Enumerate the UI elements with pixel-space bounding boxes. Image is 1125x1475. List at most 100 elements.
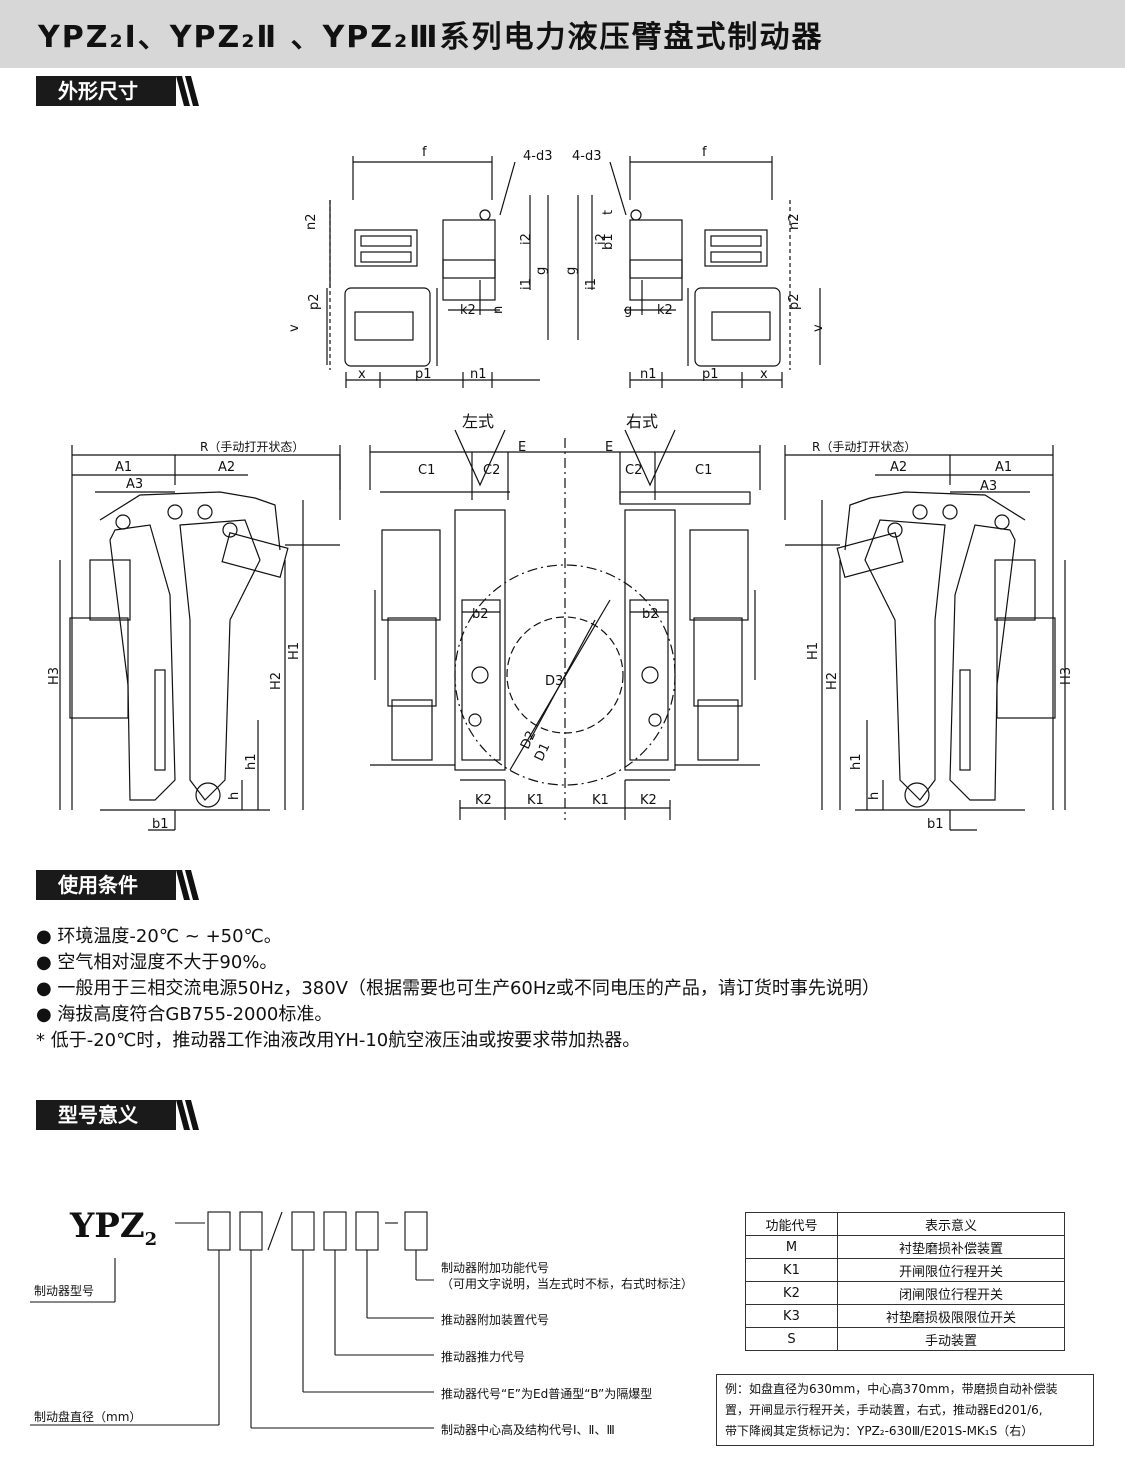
label-c2-left: C2	[483, 463, 500, 478]
label-left-type: 左式	[462, 412, 494, 431]
label-f-right: f	[702, 145, 707, 160]
label-t: t	[601, 210, 616, 215]
table-cell: S	[745, 1327, 838, 1351]
label-n2-left: n2	[304, 213, 319, 230]
label-f-left: f	[422, 145, 427, 160]
label-b1-left: b1	[152, 817, 169, 832]
table-header: 功能代号	[745, 1212, 838, 1236]
example-line: 置，开闸显示行程开关，手动装置，右式，推动器Ed201/6,	[725, 1403, 1043, 1417]
table-cell: M	[745, 1235, 838, 1259]
title-bar	[0, 0, 1125, 68]
label-d2: D2	[518, 729, 539, 752]
order-example-box: 例：如盘直径为630mm，中心高370mm，带磨损自动补偿装 置，开闸显示行程开…	[716, 1374, 1094, 1446]
label-b1-top: b1	[601, 233, 616, 250]
label-n-top: n	[491, 306, 506, 314]
label-x-left: x	[358, 367, 366, 382]
label-b1-right: b1	[927, 817, 944, 832]
section-slashes-icon	[176, 870, 199, 900]
side-view-left	[59, 445, 341, 831]
label-p1-left: p1	[415, 367, 432, 382]
label-h1-small-left: h1	[244, 753, 259, 770]
table-header-row: 功能代号 表示意义	[745, 1212, 1066, 1236]
annotation-function-note: （可用文字说明，当左式时不标，右式时标注）	[441, 1277, 694, 1291]
label-a3-left: A3	[126, 477, 143, 492]
label-c1-right: C1	[695, 463, 712, 478]
label-g-left: g	[534, 267, 549, 275]
model-code: YPZ2	[70, 1206, 158, 1250]
section-tag-model: 型号意义	[36, 1100, 176, 1130]
label-h-small-right: h	[867, 792, 882, 800]
label-i2-left: i2	[519, 233, 534, 245]
model-code-diagram	[30, 1211, 434, 1429]
label-h1-right: H1	[806, 642, 821, 660]
label-d3-right: 4-d3	[572, 149, 602, 164]
label-e-left: E	[518, 440, 526, 455]
brake-outline-drawing: f f 4-d3 4-d3 n2 n2 i2 i2 i1 i1 g g t b1…	[47, 145, 1074, 832]
label-h3-left: H3	[47, 667, 62, 685]
table-cell: 开闸限位行程开关	[836, 1258, 1066, 1282]
label-k2-right: k2	[657, 303, 673, 318]
label-n1-left: n1	[470, 367, 487, 382]
annotation-thruster-force: 推动器推力代号	[441, 1350, 526, 1364]
label-p1-right: p1	[702, 367, 719, 382]
label-p2-left: p2	[307, 293, 322, 310]
label-d3: D3	[545, 674, 563, 689]
label-k2-big-right: K2	[640, 793, 657, 808]
condition-item: ● 海拔高度符合GB755-2000标准。	[36, 1004, 333, 1025]
page-title: YPZ₂I、YPZ₂Ⅱ 、YPZ₂Ⅲ系列电力液压臂盘式制动器	[38, 20, 824, 55]
table-cell: 闭闸限位行程开关	[836, 1281, 1066, 1305]
label-i2-right: i2	[594, 233, 609, 245]
label-n1-right: n1	[640, 367, 657, 382]
label-e-right: E	[605, 440, 613, 455]
table-cell: K3	[745, 1304, 838, 1328]
table-cell: 衬垫磨损补偿装置	[836, 1235, 1066, 1259]
example-line: 例：如盘直径为630mm，中心高370mm，带磨损自动补偿装	[725, 1382, 1058, 1396]
label-b2-left: b2	[472, 607, 489, 622]
label-a2-left: A2	[218, 460, 235, 475]
label-g-right: g	[564, 267, 579, 275]
disc-diameter-label: 制动盘直径（mm）	[34, 1410, 142, 1424]
label-h-small-left: h	[227, 792, 242, 800]
section-slashes-icon	[176, 1100, 199, 1130]
label-g-bottom: g	[624, 303, 632, 318]
label-a2-right: A2	[890, 460, 907, 475]
conditions-list: ● 环境温度-20℃ ~ +50℃。 ● 空气相对湿度不大于90%。 ● 一般用…	[36, 924, 880, 1054]
condition-item: ● 一般用于三相交流电源50Hz，380V（根据需要也可生产60Hz或不同电压的…	[36, 978, 880, 999]
condition-item: ● 空气相对湿度不大于90%。	[36, 952, 278, 973]
label-a1-left: A1	[115, 460, 132, 475]
label-h2-left: H2	[269, 672, 284, 690]
table-cell: K1	[745, 1258, 838, 1282]
label-h1-left: H1	[287, 642, 302, 660]
table-header: 表示意义	[836, 1212, 1066, 1236]
label-k1-left: K1	[527, 793, 544, 808]
label-v-right: v	[811, 324, 826, 332]
section-slashes-icon	[176, 76, 199, 106]
label-p2-right: p2	[787, 293, 802, 310]
top-plan-right	[577, 156, 821, 388]
label-b2-right: b2	[642, 607, 659, 622]
condition-item: * 低于-20℃时，推动器工作油液改用YH-10航空液压油或按要求带加热器。	[36, 1030, 641, 1051]
annotation-center-height: 制动器中心高及结构代号Ⅰ、Ⅱ、Ⅲ	[441, 1423, 615, 1437]
table-cell: 衬垫磨损极限限位开关	[836, 1304, 1066, 1328]
label-h1-small-right: h1	[849, 753, 864, 770]
label-v-left: v	[287, 324, 302, 332]
annotation-function-code: 制动器附加功能代号	[441, 1261, 550, 1275]
top-plan-left	[326, 156, 549, 388]
annotation-thruster-accessory: 推动器附加装置代号	[441, 1313, 550, 1327]
label-h3-right: H3	[1059, 667, 1074, 685]
brake-type-label: 制动器型号	[34, 1284, 95, 1298]
label-k1-right: K1	[592, 793, 609, 808]
label-i1-left: i1	[519, 278, 534, 290]
label-d1: D1	[532, 741, 553, 764]
label-i1-right: i1	[584, 278, 599, 290]
label-x-right: x	[760, 367, 768, 382]
table-cell: K2	[745, 1281, 838, 1305]
label-r-manual-left: R（手动打开状态）	[200, 440, 304, 454]
section-tag-dimensions: 外形尺寸	[36, 76, 176, 106]
